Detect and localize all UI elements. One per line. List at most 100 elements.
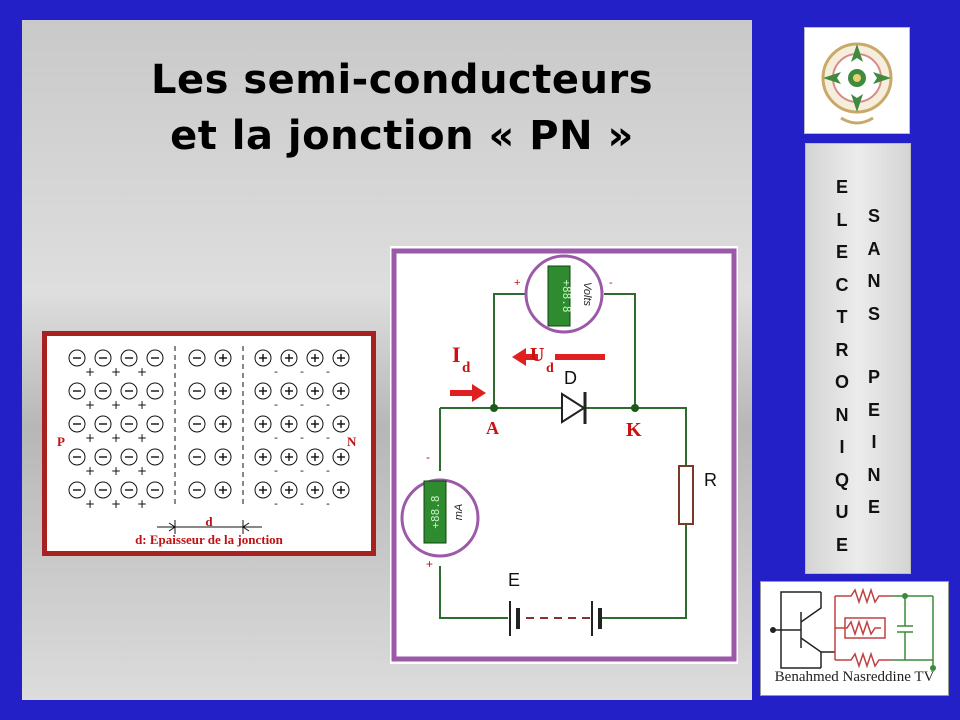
hole-symbol: + <box>85 497 95 511</box>
diode-circuit-svg: +88.8 Volts + - U d I d D A K <box>391 248 737 662</box>
positive-ion-icon <box>306 448 324 466</box>
node-k-label: K <box>626 419 642 441</box>
voltage-subscript: d <box>546 361 554 376</box>
hole-symbol: + <box>137 398 147 412</box>
current-arrow: I d <box>450 342 486 402</box>
voltmeter-unit: Volts <box>581 282 593 307</box>
junction-caption: d: Epaisseur de la jonction <box>135 532 284 547</box>
university-logo <box>804 27 910 134</box>
electron-symbol: - <box>274 398 278 411</box>
p-region-label: P <box>57 434 65 449</box>
slide-title: Les semi-conducteurs et la jonction « PN… <box>22 52 782 164</box>
vertical-letter: P <box>867 367 880 387</box>
title-line-2: et la jonction « PN » <box>170 113 634 159</box>
negative-ion-icon <box>188 448 206 466</box>
vertical-letter: T <box>836 307 848 327</box>
diode: D <box>561 368 587 424</box>
negative-ion-icon <box>94 349 112 367</box>
vertical-letter: E <box>867 399 880 420</box>
university-emblem-icon <box>821 42 893 125</box>
source-label: E <box>508 570 520 590</box>
hole-symbol: + <box>111 365 121 379</box>
positive-ion-icon <box>280 448 298 466</box>
hole-symbol: + <box>85 431 95 445</box>
negative-ion-icon <box>188 349 206 367</box>
diode-circuit-figure: +88.8 Volts + - U d I d D A K <box>390 246 738 664</box>
positive-ion-icon <box>214 448 232 466</box>
vertical-letter: E <box>835 242 848 262</box>
title-line-1: Les semi-conducteurs <box>150 57 654 103</box>
hole-symbol: + <box>111 431 121 445</box>
positive-ion-icon <box>332 382 350 400</box>
hole-symbol: + <box>137 497 147 511</box>
negative-ion-icon <box>120 481 138 499</box>
vertical-letter: L <box>836 209 848 230</box>
negative-ion-icon <box>94 481 112 499</box>
resistor-label: R <box>704 470 717 490</box>
hole-symbol: + <box>85 464 95 478</box>
ammeter-display: +88.8 <box>429 495 442 528</box>
vertical-letter: E <box>835 534 848 555</box>
negative-ion-icon <box>146 415 164 433</box>
current-label: I <box>452 342 461 367</box>
electron-symbol: - <box>326 431 330 444</box>
ammeter-unit: mA <box>453 504 465 521</box>
vertical-letter: E <box>835 177 848 197</box>
positive-ion-icon <box>254 415 272 433</box>
negative-ion-icon <box>188 481 206 499</box>
electron-symbol: - <box>300 464 304 477</box>
vertical-letter: R <box>835 339 849 360</box>
voltmeter-minus: - <box>609 277 613 289</box>
electron-symbol: - <box>326 497 330 510</box>
negative-ion-icon <box>68 481 86 499</box>
hole-symbol: + <box>111 497 121 511</box>
pn-junction-diagram: +++---+++---+++---+++---+++--- P N d d: … <box>47 336 371 551</box>
ammeter: +88.8 mA - + <box>400 450 480 571</box>
node-a-dot <box>490 404 498 412</box>
vertical-letter: Q <box>834 469 849 490</box>
positive-ion-icon <box>254 382 272 400</box>
negative-ion-icon <box>94 382 112 400</box>
electron-symbol: - <box>274 464 278 477</box>
electron-symbol: - <box>300 497 304 510</box>
positive-ion-icon <box>332 415 350 433</box>
voltage-arrow: U d <box>512 344 605 376</box>
negative-ion-icon <box>94 448 112 466</box>
negative-ion-icon <box>68 415 86 433</box>
positive-ion-icon <box>254 481 272 499</box>
vertical-letter: I <box>839 437 845 457</box>
negative-ion-icon <box>188 415 206 433</box>
negative-ion-icon <box>120 349 138 367</box>
electron-symbol: - <box>326 398 330 411</box>
vertical-letter: S <box>867 206 880 226</box>
thickness-label: d <box>205 514 213 529</box>
hole-symbol: + <box>137 431 147 445</box>
positive-ion-icon <box>214 481 232 499</box>
ammeter-minus: - <box>426 450 430 464</box>
electron-symbol: - <box>326 464 330 477</box>
positive-ion-icon <box>214 382 232 400</box>
negative-ion-icon <box>146 481 164 499</box>
positive-ion-icon <box>306 415 324 433</box>
resistor: R <box>678 465 717 525</box>
hole-symbol: + <box>137 464 147 478</box>
diode-label: D <box>564 368 577 388</box>
electron-symbol: - <box>300 365 304 378</box>
hole-symbol: + <box>85 398 95 412</box>
negative-ion-icon <box>120 415 138 433</box>
vertical-letter: N <box>867 271 881 291</box>
channel-name: Benahmed Nasreddine TV <box>774 669 935 685</box>
positive-ion-icon <box>280 415 298 433</box>
pn-junction-svg: +++---+++---+++---+++---+++--- P N d d: … <box>57 346 357 547</box>
vertical-letter: N <box>835 404 849 425</box>
positive-ion-icon <box>332 448 350 466</box>
negative-ion-icon <box>120 382 138 400</box>
voltmeter: +88.8 Volts + - <box>514 254 613 334</box>
voltage-label: U <box>530 344 544 366</box>
electron-symbol: - <box>300 398 304 411</box>
positive-ion-icon <box>306 382 324 400</box>
node-a-label: A <box>486 418 499 438</box>
vertical-letter: O <box>834 372 849 392</box>
ammeter-plus: + <box>426 557 433 571</box>
vertical-letter: U <box>835 502 849 522</box>
